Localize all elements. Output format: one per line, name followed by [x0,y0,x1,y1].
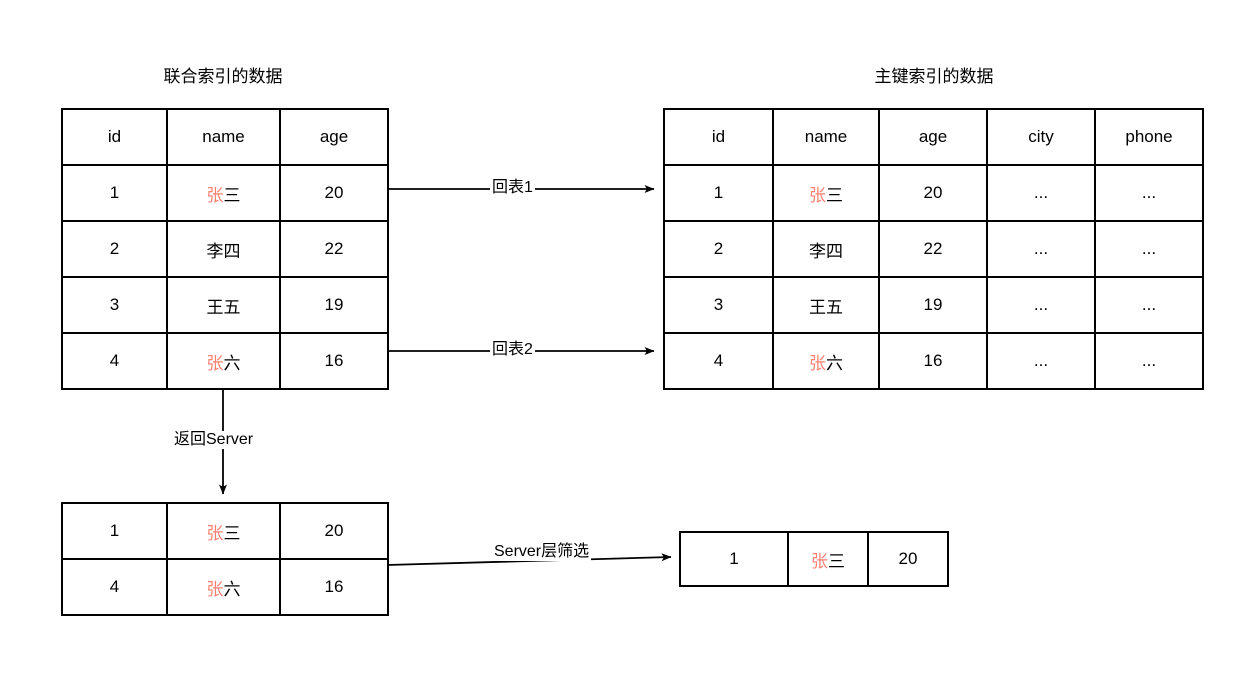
cell-name-highlight: 张 [811,551,828,571]
cell-id: 2 [61,220,168,278]
cell-name-highlight: 张 [809,353,826,373]
cell-name-rest: 六 [223,579,241,599]
edge-label-return-server: 返回Server [172,431,256,449]
cell-name-rest: 三 [828,551,845,571]
secondary-index-table: id name age 1 张三 20 2 李四 22 3 王五 19 4 张六 [61,108,389,390]
title-secondary-index: 联合索引的数据 [163,67,283,86]
cell-name-rest: 六 [223,353,241,373]
cell-age: 20 [867,531,949,587]
cell-city: ... [986,276,1096,334]
title-primary-index: 主键索引的数据 [874,67,994,86]
column-header-age: age [279,108,389,166]
cell-name: 张三 [787,531,869,587]
cell-id: 2 [663,220,774,278]
cell-name: 李四 [772,220,880,278]
primary-index-table: id name age city phone 1 张三 20 ... ... 2… [663,108,1204,390]
cell-name-highlight: 张 [206,353,224,373]
column-header-name: name [166,108,281,166]
cell-name-rest: 王五 [206,297,241,317]
cell-name: 李四 [166,220,281,278]
cell-age: 20 [878,164,988,222]
cell-age: 16 [878,332,988,390]
column-header-age: age [878,108,988,166]
cell-name-highlight: 张 [206,579,224,599]
table-row: 2 李四 22 [61,220,389,278]
cell-id: 4 [61,332,168,390]
edge-label-server-filter: Server层筛选 [492,543,592,561]
cell-name: 张三 [166,164,281,222]
cell-name-rest: 三 [223,185,241,205]
cell-age: 16 [279,558,389,616]
table-row: 2 李四 22 ... ... [663,220,1204,278]
cell-name: 张六 [772,332,880,390]
column-header-id: id [663,108,774,166]
cell-age: 22 [878,220,988,278]
cell-phone: ... [1094,220,1204,278]
column-header-id: id [61,108,168,166]
table-row: 1 张三 20 [61,502,389,560]
cell-name-rest: 李四 [206,241,241,261]
table-row: 3 王五 19 [61,276,389,334]
table-row: 1 张三 20 [61,164,389,222]
table-row: 4 张六 16 ... ... [663,332,1204,390]
server-input-table: 1 张三 20 4 张六 16 [61,502,389,616]
cell-name-highlight: 张 [206,185,224,205]
column-header-name: name [772,108,880,166]
cell-id: 1 [61,164,168,222]
cell-city: ... [986,220,1096,278]
cell-id: 4 [663,332,774,390]
result-table: 1 张三 20 [679,531,949,587]
table-row: 4 张六 16 [61,332,389,390]
cell-name: 张三 [772,164,880,222]
cell-name-rest: 三 [826,185,843,205]
cell-name: 王五 [166,276,281,334]
cell-name-rest: 李四 [809,241,843,261]
cell-id: 1 [679,531,789,587]
table-row: 3 王五 19 ... ... [663,276,1204,334]
cell-age: 19 [878,276,988,334]
edge-label-lookup-2: 回表2 [490,341,535,359]
cell-name-rest: 三 [223,523,241,543]
cell-city: ... [986,332,1096,390]
table-row: 1 张三 20 ... ... [663,164,1204,222]
cell-age: 20 [279,164,389,222]
cell-city: ... [986,164,1096,222]
table-row: 4 张六 16 [61,558,389,616]
cell-name-highlight: 张 [206,523,224,543]
cell-age: 20 [279,502,389,560]
cell-phone: ... [1094,164,1204,222]
cell-id: 4 [61,558,168,616]
cell-id: 3 [61,276,168,334]
cell-id: 1 [61,502,168,560]
cell-phone: ... [1094,276,1204,334]
cell-name-rest: 六 [826,353,843,373]
table-header-row: id name age [61,108,389,166]
cell-name: 张六 [166,332,281,390]
table-header-row: id name age city phone [663,108,1204,166]
cell-phone: ... [1094,332,1204,390]
cell-name: 张六 [166,558,281,616]
column-header-phone: phone [1094,108,1204,166]
table-row: 1 张三 20 [679,531,949,587]
edge-label-lookup-1: 回表1 [490,179,535,197]
cell-id: 1 [663,164,774,222]
cell-age: 22 [279,220,389,278]
cell-name-rest: 王五 [809,297,843,317]
cell-age: 16 [279,332,389,390]
cell-name: 王五 [772,276,880,334]
cell-age: 19 [279,276,389,334]
cell-id: 3 [663,276,774,334]
cell-name: 张三 [166,502,281,560]
cell-name-highlight: 张 [809,185,826,205]
column-header-city: city [986,108,1096,166]
